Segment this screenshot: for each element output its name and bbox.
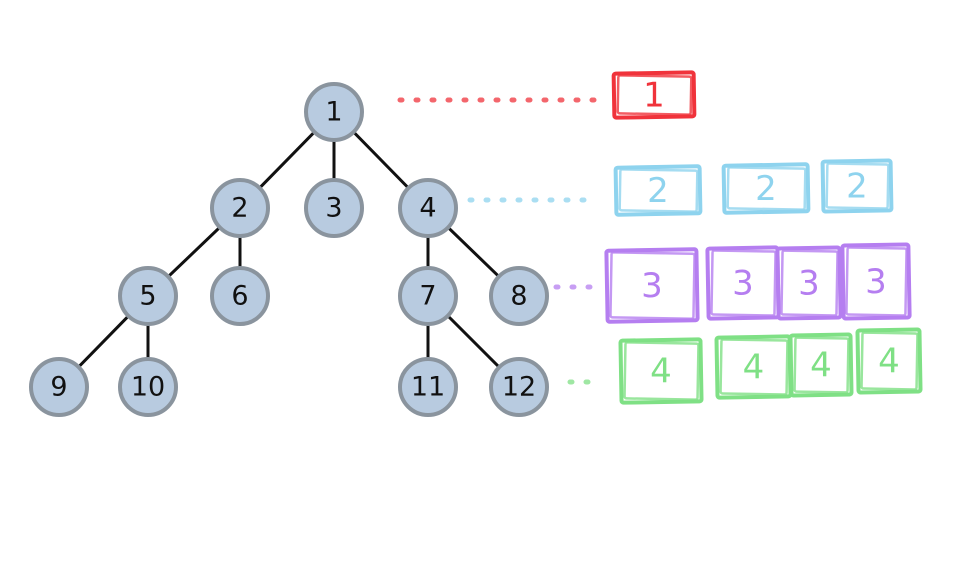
- box-outline: [855, 327, 923, 395]
- box-inner-outline: [726, 166, 807, 211]
- box-inner-outline: [825, 162, 890, 210]
- box-label: 3: [865, 262, 887, 302]
- box-label: 2: [755, 169, 777, 209]
- level-4-box: 4: [788, 332, 854, 398]
- tree-edges: [57, 110, 521, 389]
- box-label: 4: [650, 352, 672, 392]
- tree-node-9: 9: [29, 357, 89, 417]
- level-3-box: 3: [775, 245, 843, 321]
- box-inner-outline: [719, 338, 789, 396]
- box-inner-outline: [845, 246, 908, 317]
- node-circle: [118, 357, 178, 417]
- node-circle: [304, 178, 364, 238]
- node-label: 9: [50, 372, 67, 403]
- node-label: 10: [131, 372, 165, 403]
- box-inner-outline: [793, 336, 850, 394]
- node-label: 6: [231, 281, 248, 312]
- tree-node-7: 7: [398, 266, 458, 326]
- node-label: 2: [231, 193, 248, 224]
- tree-node-6: 6: [210, 266, 270, 326]
- node-label: 5: [139, 281, 156, 312]
- node-label: 11: [411, 372, 445, 403]
- node-label: 3: [325, 193, 342, 224]
- node-circle: [398, 357, 458, 417]
- level-2-box: 2: [820, 158, 894, 214]
- node-circle: [398, 178, 458, 238]
- box-outline: [604, 247, 700, 324]
- box-label: 4: [878, 342, 900, 382]
- box-outline: [613, 164, 703, 217]
- level-1-box: 1: [611, 70, 697, 120]
- box-outline: [775, 245, 843, 321]
- node-label: 12: [502, 372, 536, 403]
- tree-node-2: 2: [210, 178, 270, 238]
- node-label: 7: [419, 281, 436, 312]
- tree-node-1: 1: [304, 82, 364, 142]
- node-label: 8: [510, 281, 527, 312]
- box-outline: [788, 332, 854, 398]
- box-label: 3: [732, 264, 754, 304]
- box-inner-outline: [609, 251, 696, 320]
- tree-node-12: 12: [489, 357, 549, 417]
- node-circle: [210, 266, 270, 326]
- tree-node-10: 10: [118, 357, 178, 417]
- node-circle: [489, 357, 549, 417]
- box-label: 1: [643, 76, 665, 116]
- level-3-box: 3: [840, 242, 912, 321]
- box-inner-outline: [616, 74, 693, 116]
- node-circle: [210, 178, 270, 238]
- level-boxes: 1 2 2 2 3 3 3 3 4 4 4 4: [604, 70, 923, 405]
- box-outline: [840, 242, 912, 321]
- tree-node-4: 4: [398, 178, 458, 238]
- tree-node-8: 8: [489, 266, 549, 326]
- box-label: 4: [810, 346, 832, 386]
- box-outline: [611, 70, 697, 120]
- box-outline: [721, 162, 811, 215]
- level-3-box: 3: [705, 245, 781, 321]
- node-circle: [29, 357, 89, 417]
- tree-node-11: 11: [398, 357, 458, 417]
- box-label: 3: [641, 266, 663, 306]
- box-inner-outline: [618, 168, 699, 213]
- box-label: 2: [846, 167, 868, 207]
- box-inner-outline: [623, 341, 700, 401]
- node-circle: [118, 266, 178, 326]
- level-4-box: 4: [618, 337, 704, 405]
- tree-node-5: 5: [118, 266, 178, 326]
- box-label: 3: [798, 264, 820, 304]
- box-outline: [618, 337, 704, 405]
- node-label: 1: [325, 97, 342, 128]
- level-4-box: 4: [714, 334, 793, 400]
- box-inner-outline: [860, 331, 919, 391]
- level-3-box: 3: [604, 247, 700, 324]
- level-2-box: 2: [613, 164, 703, 217]
- level-connectors: [397, 97, 603, 385]
- level-2-box: 2: [721, 162, 811, 215]
- box-outline: [820, 158, 894, 214]
- box-label: 4: [743, 348, 765, 388]
- box-label: 2: [647, 171, 669, 211]
- level-4-box: 4: [855, 327, 923, 395]
- node-circle: [304, 82, 364, 142]
- node-circle: [398, 266, 458, 326]
- tree-node-3: 3: [304, 178, 364, 238]
- box-inner-outline: [780, 249, 839, 317]
- node-circle: [489, 266, 549, 326]
- box-inner-outline: [710, 249, 777, 317]
- node-label: 4: [419, 193, 436, 224]
